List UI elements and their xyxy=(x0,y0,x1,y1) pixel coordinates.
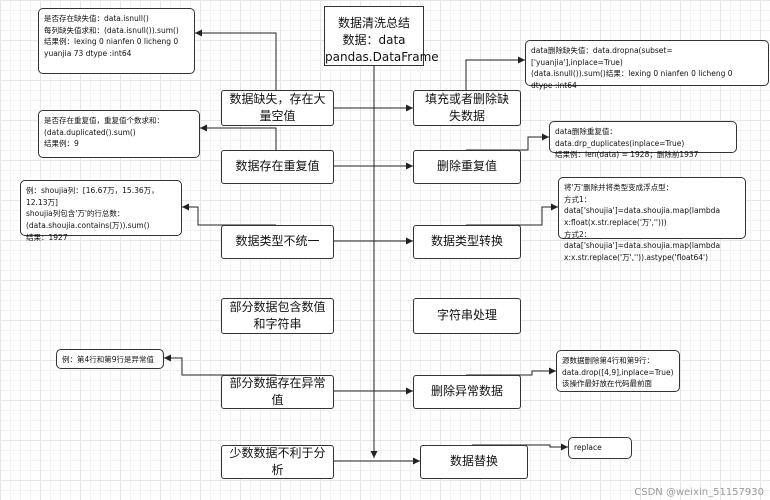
note-type-check: 例：shoujia列：[16.67万，15.36万，12.13万] shouji… xyxy=(20,180,182,242)
note-drop-outliers: 源数据删除第4行和第9行： data.drop([4,9],inplace=Tr… xyxy=(556,350,680,392)
action-type-conversion: 数据类型转换 xyxy=(413,225,521,259)
title-line-3: pandas.DataFrame xyxy=(325,49,439,64)
note-duplicate-check: 是否存在重复值，重复值个数求和： (data.duplicated().sum(… xyxy=(38,110,200,158)
note-type-conversion: 将'万'删除并将类型变成浮点型： 方式1：data['shoujia']=dat… xyxy=(558,177,746,262)
title-line-1: 数据清洗总结 xyxy=(337,16,410,30)
title-line-2: 数据：data xyxy=(342,32,406,47)
note-replace: replace xyxy=(568,437,632,459)
action-string-processing: 字符串处理 xyxy=(413,298,521,334)
problem-inconsistent-types: 数据类型不统一 xyxy=(221,225,334,259)
problem-mixed-strings: 部分数据包含数值和字符串 xyxy=(221,298,334,334)
problem-outliers: 部分数据存在异常值 xyxy=(221,375,334,409)
note-drop-duplicates: data删除重复值：data.drp_duplicates(inplace=Tr… xyxy=(549,121,737,159)
problem-hard-to-analyze: 少数数据不利于分析 xyxy=(221,445,334,479)
note-missing-check: 是否存在缺失值：data.isnull() 每列缺失值求和：(data.isnu… xyxy=(38,8,195,74)
action-replace-data: 数据替换 xyxy=(420,445,528,479)
action-drop-duplicates: 删除重复值 xyxy=(413,150,521,184)
action-drop-outliers: 删除异常数据 xyxy=(413,375,521,409)
action-handle-missing: 填充或者删除缺失数据 xyxy=(413,90,521,126)
watermark: CSDN @weixin_51157930 xyxy=(634,487,764,498)
note-dropna: data删除缺失值：data.dropna(subset=['yuanjia']… xyxy=(525,40,769,90)
diagram-title: 数据清洗总结 数据：data pandas.DataFrame xyxy=(324,6,439,66)
problem-missing-values: 数据缺失，存在大量空值 xyxy=(221,90,334,126)
note-outlier-example: 例：第4行和第9行是异常值 xyxy=(56,349,164,369)
problem-duplicates: 数据存在重复值 xyxy=(221,150,334,184)
